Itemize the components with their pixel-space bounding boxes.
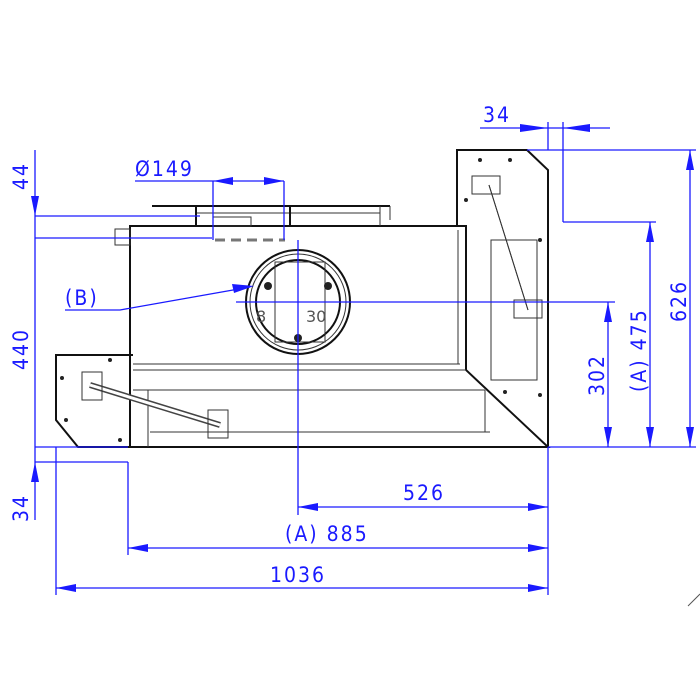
dim-center-height: 302 — [585, 354, 609, 396]
dim-top-offset: 44 — [9, 162, 33, 190]
dim-height-a: (A) 475 — [627, 308, 651, 392]
callout-b: (B) — [65, 286, 99, 310]
right-cabinet — [456, 149, 549, 447]
dim-total-width: 1036 — [270, 563, 326, 587]
dim-width-a: (A) 885 — [285, 522, 369, 546]
dim-bottom-offset: 34 — [9, 494, 33, 522]
dim-top-right-offset: 34 — [483, 103, 511, 127]
dim-diameter: Ø149 — [135, 157, 194, 181]
edge-mark — [687, 593, 700, 607]
circle-right-text: 30 — [306, 307, 326, 326]
dimensions: 44 440 34 Ø149 (B) 34 302 (A) 475 626 — [9, 103, 696, 595]
left-cabinet — [55, 354, 229, 448]
circle-left-text: 8 — [256, 307, 266, 326]
dim-height-left: 440 — [9, 328, 33, 370]
dim-center-width: 526 — [403, 481, 445, 505]
dim-total-height: 626 — [667, 280, 691, 322]
